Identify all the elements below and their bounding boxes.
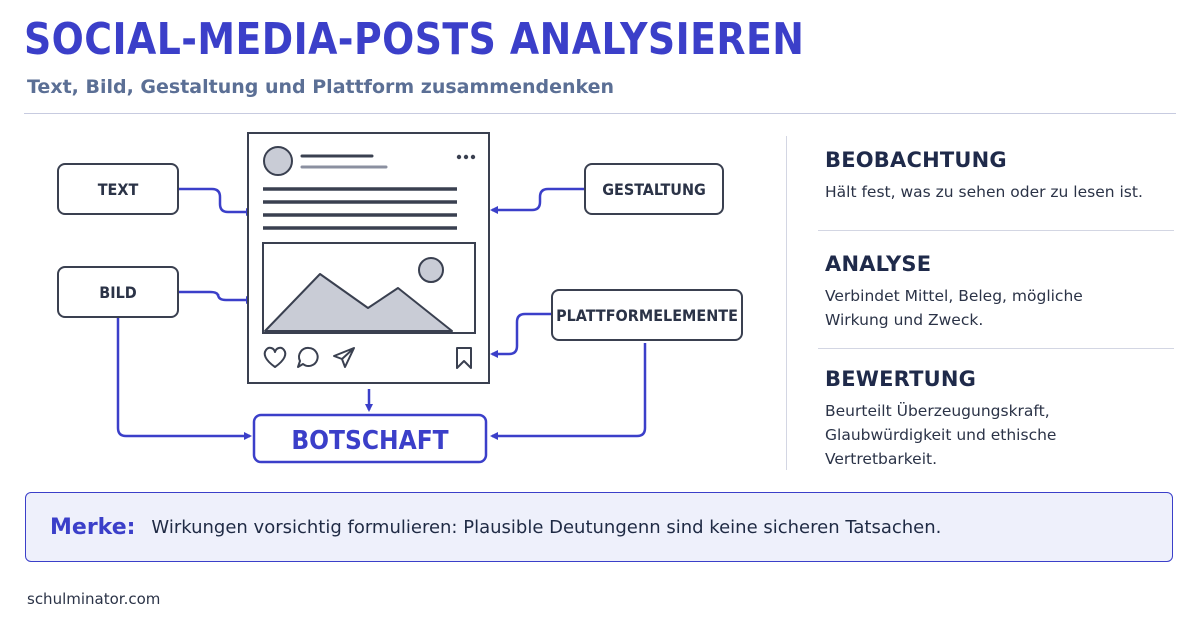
column-divider <box>786 136 787 470</box>
page-title: SOCIAL-MEDIA-POSTS ANALYSIEREN <box>24 14 805 65</box>
connector-text-to-post <box>178 187 254 216</box>
post-text-lines <box>263 187 457 230</box>
section-text: Hält fest, was zu sehen oder zu lesen is… <box>825 183 1143 201</box>
page-subtitle: Text, Bild, Gestaltung und Plattform zus… <box>27 76 615 98</box>
post-mockup <box>247 132 490 384</box>
box-gestaltung: GESTALTUNG <box>584 163 724 215</box>
section-beobachtung: BEOBACHTUNG Hält fest, was zu sehen oder… <box>825 148 1175 204</box>
bookmark-icon <box>456 347 472 369</box>
box-text-label: TEXT <box>98 180 139 199</box>
box-gestaltung-label: GESTALTUNG <box>602 180 706 199</box>
merke-text: Wirkungen vorsichtig formulieren: Plausi… <box>151 516 942 538</box>
section-divider <box>818 230 1174 231</box>
connector-plattform-to-botschaft <box>490 343 647 440</box>
section-divider <box>818 348 1174 349</box>
merke-box: Merke: Wirkungen vorsichtig formulieren:… <box>25 492 1173 562</box>
box-plattformelemente: PLATTFORMELEMENTE <box>551 289 743 341</box>
box-bild-label: BILD <box>99 283 136 302</box>
section-text: Beurteilt Überzeugungskraft, Glaubwürdig… <box>825 402 1057 468</box>
connector-gestaltung-to-post <box>490 187 585 214</box>
footer-site-link[interactable]: schulminator.com <box>27 590 161 608</box>
box-plattformelemente-label: PLATTFORMELEMENTE <box>556 306 738 325</box>
section-text: Verbindet Mittel, Beleg, mögliche Wirkun… <box>825 287 1083 329</box>
section-analyse: ANALYSE Verbindet Mittel, Beleg, möglich… <box>825 252 1175 332</box>
header-divider <box>24 113 1176 114</box>
connector-plattform-to-post <box>490 312 552 358</box>
box-botschaft-label: BOTSCHAFT <box>291 426 448 456</box>
connector-bild-to-post <box>178 290 254 304</box>
section-heading: BEWERTUNG <box>825 367 977 391</box>
connector-bild-to-botschaft <box>116 318 252 440</box>
section-heading: BEOBACHTUNG <box>825 148 1007 172</box>
image-icon <box>262 242 476 334</box>
comment-icon <box>297 346 319 368</box>
avatar-icon <box>263 146 293 176</box>
box-botschaft: BOTSCHAFT <box>252 413 488 464</box>
section-bewertung: BEWERTUNG Beurteilt Überzeugungskraft, G… <box>825 367 1175 471</box>
heart-icon <box>263 346 287 368</box>
more-dots-icon <box>456 154 476 160</box>
box-text: TEXT <box>57 163 179 215</box>
connectors <box>116 187 647 440</box>
analysis-diagram: TEXT BILD GESTALTUNG PLATTFORMELEMENTE <box>57 132 743 464</box>
box-bild: BILD <box>57 266 179 318</box>
section-heading: ANALYSE <box>825 252 932 276</box>
merke-label: Merke: <box>50 514 136 540</box>
share-icon <box>333 347 355 368</box>
